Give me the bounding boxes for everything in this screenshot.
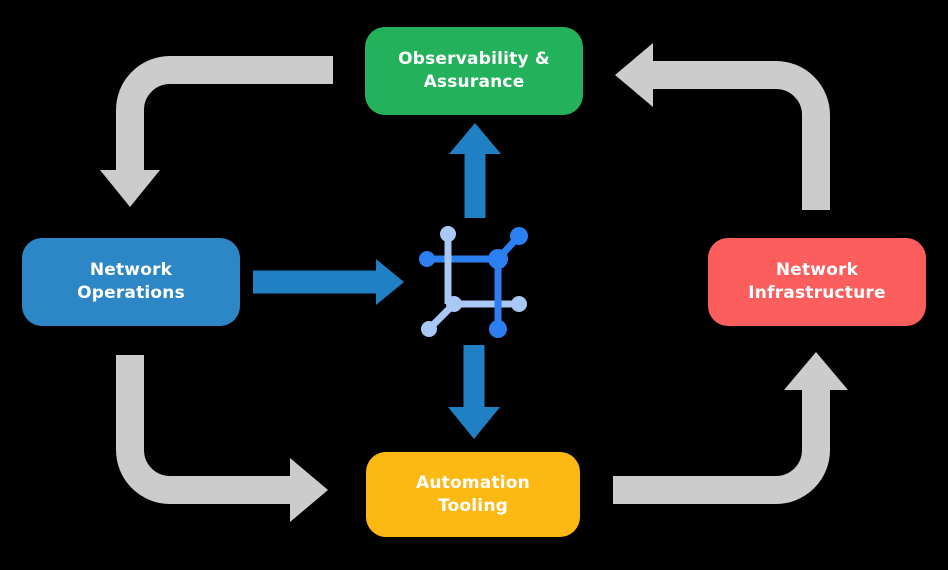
network-fabric-icon bbox=[419, 226, 528, 338]
arrow-automation-to-infrastructure bbox=[613, 352, 848, 504]
node-network-infrastructure-label: Network Infrastructure bbox=[748, 260, 886, 303]
node-network-operations: Network Operations bbox=[22, 238, 240, 326]
arrow-observability-to-operations bbox=[100, 56, 333, 207]
node-automation-tooling: Automation Tooling bbox=[366, 452, 580, 537]
arrow-operations-to-center bbox=[253, 259, 404, 305]
node-network-operations-label: Network Operations bbox=[77, 260, 185, 303]
arrow-infrastructure-to-observability bbox=[615, 43, 830, 210]
arrow-center-to-observability bbox=[449, 123, 501, 218]
node-observability-assurance-label: Observability & Assurance bbox=[398, 49, 550, 92]
arrow-operations-to-automation bbox=[116, 355, 328, 522]
arrow-center-to-automation bbox=[448, 345, 500, 439]
node-automation-tooling-label: Automation Tooling bbox=[416, 472, 530, 516]
node-network-infrastructure: Network Infrastructure bbox=[708, 238, 926, 326]
node-observability-assurance: Observability & Assurance bbox=[365, 27, 583, 115]
